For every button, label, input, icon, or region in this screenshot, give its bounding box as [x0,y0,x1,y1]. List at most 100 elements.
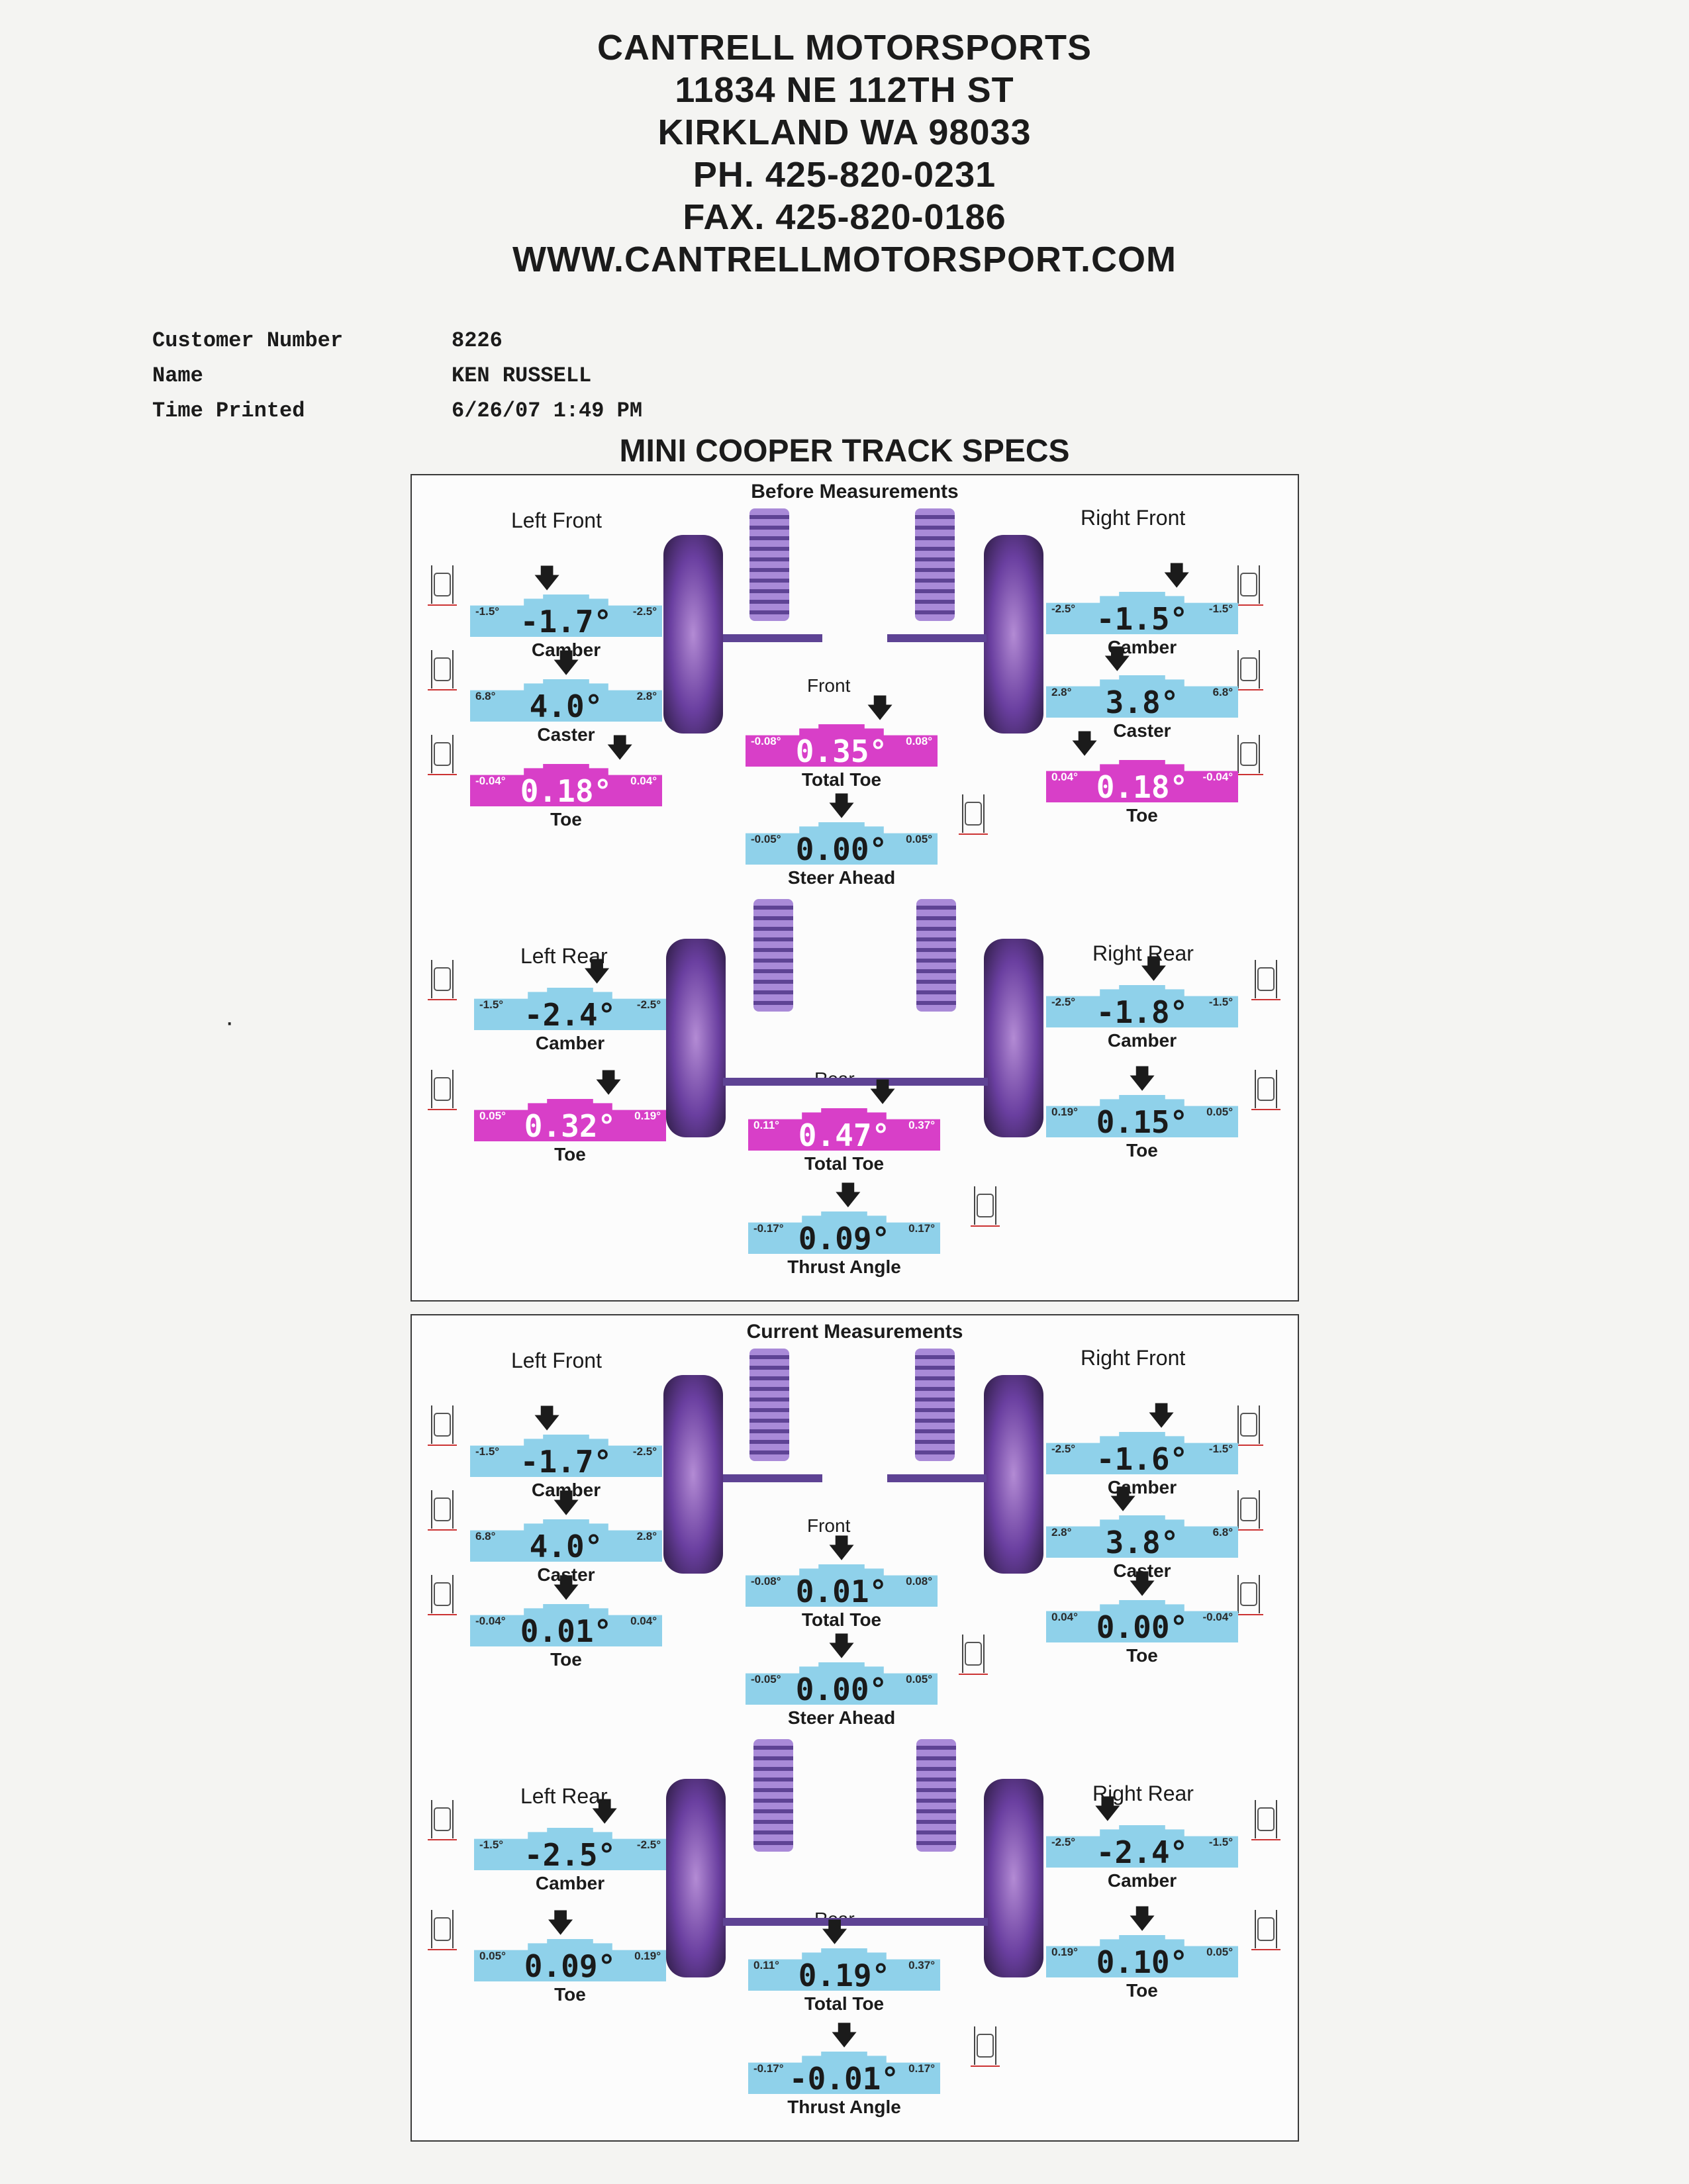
measurement-label: Camber [531,1480,601,1500]
measured-value: 0.09° [524,1948,616,1984]
measured-value: 0.15° [1096,1104,1188,1140]
measured-value: 0.10° [1096,1944,1188,1980]
wheel-diagram-icon [1231,731,1266,777]
left-rear-label: Left Rear [520,1784,608,1808]
range-min: 0.04° [1051,771,1078,783]
range-max: -2.5° [632,1445,657,1458]
left-rear-tire-graphic [666,939,726,1137]
wheel-diagram-icon [956,1631,990,1677]
range-max: 2.8° [636,1530,657,1543]
right-rear-tire-graphic [984,939,1043,1137]
range-max: -0.04° [1202,771,1233,783]
info-label: Customer Number [152,328,344,353]
lf-caster-gauge: 🡇6.8°2.8°4.0°Caster [470,1490,662,1590]
range-min: -2.5° [1051,602,1076,615]
shop-city: KIRKLAND WA 98033 [657,113,1032,152]
measurement-label: Toe [1126,1140,1158,1161]
front-left-axle-graphic [723,1474,822,1482]
right-rear-label: Right Rear [1092,1781,1194,1805]
marker-arrow-icon: 🡇 [1109,1485,1137,1514]
marker-arrow-icon: 🡇 [1128,1065,1156,1094]
right-front-label: Right Front [1081,506,1186,530]
range-min: -1.5° [475,605,500,618]
range-min: -1.5° [479,998,504,1011]
range-min: 0.05° [479,1950,506,1962]
right-rear-spring-graphic [916,899,956,1012]
measured-value: 0.19° [798,1958,891,1993]
left-front-spring-graphic [749,1349,789,1461]
stray-mark: · [225,1008,234,1037]
range-min: 2.8° [1051,686,1072,698]
range-max: 0.17° [908,1222,935,1235]
front-right-axle-graphic [887,634,987,642]
lf-toe-gauge: 🡇-0.04°0.04°0.01°Toe [470,1575,662,1674]
left-rear-spring-graphic [753,1739,793,1852]
range-max: 6.8° [1212,686,1233,698]
right-front-spring-graphic [915,1349,955,1461]
left-front-spring-graphic [749,508,789,621]
lr-toe-gauge: 🡇0.05°0.19°0.32°Toe [474,1070,666,1169]
lr-camber-gauge: 🡇-1.5°-2.5°-2.5°Camber [474,1799,666,1898]
marker-arrow-icon: 🡇 [1147,1401,1175,1431]
range-max: -1.5° [1208,1443,1233,1455]
range-min: -0.04° [475,775,506,787]
measured-value: 0.00° [795,831,888,867]
range-min: -1.5° [475,1445,500,1458]
wheel-diagram-icon [425,1571,459,1617]
r-total-toe-gauge: 🡇0.11°0.37°0.47°Total Toe [748,1079,940,1178]
marker-arrow-icon: 🡇 [869,1078,896,1107]
rear-axle-graphic [723,1918,988,1926]
measured-value: 0.00° [1096,1609,1188,1645]
marker-arrow-icon: 🡇 [1128,1570,1156,1599]
measured-value: 0.32° [524,1108,616,1144]
range-max: 0.04° [630,1615,657,1627]
range-min: -0.08° [751,735,781,747]
range-min: 0.11° [753,1119,779,1131]
wheel-diagram-icon [425,1906,459,1952]
lr-camber-gauge: 🡇-1.5°-2.5°-2.4°Camber [474,959,666,1058]
marker-arrow-icon: 🡇 [828,1632,855,1661]
measurement-label: Total Toe [801,769,882,790]
measurement-label: Camber [1107,1030,1177,1051]
marker-arrow-icon: 🡇 [828,792,855,821]
range-min: -0.05° [751,1673,781,1685]
measurement-label: Toe [554,1984,586,2005]
rear-axle-graphic [723,1078,988,1086]
marker-arrow-icon: 🡇 [552,1489,580,1518]
wheel-diagram-icon [425,956,459,1002]
measurement-label: Toe [550,1649,582,1670]
range-max: 6.8° [1212,1526,1233,1539]
rf-toe-gauge: 🡇0.04°-0.04°0.18°Toe [1046,731,1238,830]
range-max: 0.17° [908,2062,935,2075]
thrust-angle-gauge: 🡇-0.17°0.17°-0.01°Thrust Angle [748,2022,940,2122]
range-min: 0.19° [1051,1106,1078,1118]
wheel-diagram-icon [1231,561,1266,608]
wheel-diagram-icon [1249,1796,1283,1842]
front-axle-label: Front [807,1515,851,1536]
range-max: 0.08° [906,1575,932,1588]
rf-caster-gauge: 🡇2.8°6.8°3.8°Caster [1046,646,1238,745]
left-front-label: Left Front [511,1349,602,1372]
range-max: -1.5° [1208,1836,1233,1848]
marker-arrow-icon: 🡇 [820,1918,849,1947]
wheel-diagram-icon [1231,646,1266,692]
measured-value: 0.18° [520,773,612,809]
info-label: Time Printed [152,399,305,423]
measurement-label: Camber [531,640,601,660]
measured-value: -2.4° [1096,1834,1188,1870]
range-max: -1.5° [1208,996,1233,1008]
thrust-angle-gauge: 🡇-0.17°0.17°0.09°Thrust Angle [748,1182,940,1282]
wheel-diagram-icon [425,1796,459,1842]
range-max: 0.04° [630,775,657,787]
document-title: MINI COOPER TRACK SPECS [619,434,1070,469]
right-rear-tire-graphic [984,1779,1043,1977]
wheel-diagram-icon [1231,1401,1266,1448]
lr-toe-gauge: 🡇0.05°0.19°0.09°Toe [474,1910,666,2009]
wheel-diagram-icon [968,1182,1002,1229]
range-min: -1.5° [479,1838,504,1851]
wheel-diagram-icon [968,2022,1002,2069]
measured-value: -1.6° [1096,1441,1188,1477]
range-min: 0.05° [479,1110,506,1122]
info-value: KEN RUSSELL [452,363,592,388]
